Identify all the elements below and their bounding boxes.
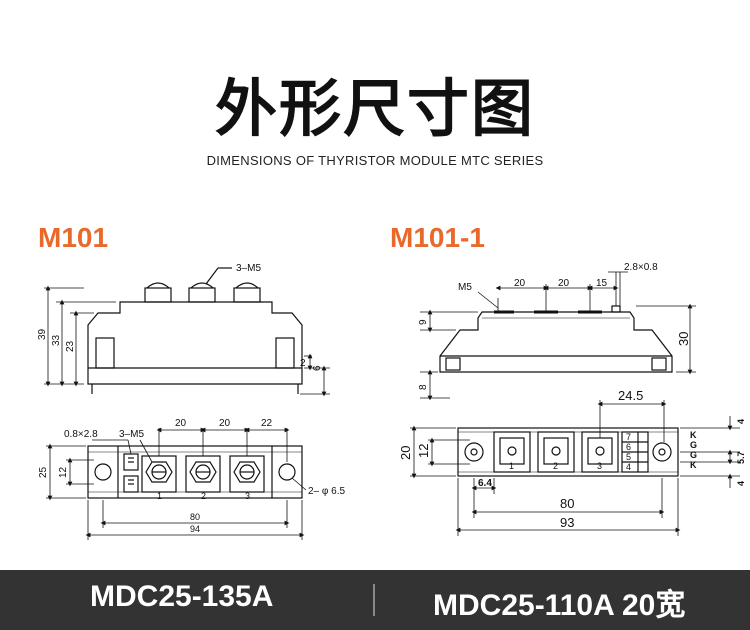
dim-label: 4 [736, 419, 746, 424]
terminal-label: 2 [553, 461, 558, 471]
dim-label: 2– φ 6.5 [308, 486, 346, 497]
pin-label: G [690, 450, 697, 460]
pin-number: 7 [626, 432, 631, 442]
pin-label: G [690, 440, 697, 450]
dim-label: 2 [300, 358, 306, 369]
dim-label: 94 [190, 524, 200, 534]
dim-label: 20 [398, 446, 413, 460]
dim-label: 3–M5 [236, 263, 261, 274]
dim-label: 25 [38, 466, 49, 478]
right-side-view [420, 271, 696, 401]
dim-label: 6 [312, 365, 323, 371]
footer-bar: MDC25-135A MDC25-110A 20宽 [0, 570, 750, 630]
dim-label: 33 [51, 334, 62, 346]
dim-label: 3–M5 [119, 429, 144, 440]
page-title: 外形尺寸图 [214, 72, 535, 145]
dim-label: 20 [558, 278, 570, 289]
left-side-view [44, 267, 330, 397]
dim-label: 23 [65, 340, 76, 352]
dim-label: 22 [261, 418, 273, 429]
dim-label: 5.7 [736, 451, 746, 464]
dim-label: 0.8×2.8 [64, 429, 98, 440]
footer-model-right: MDC25-110A 20宽 [433, 589, 686, 622]
dim-label: 6.4 [478, 478, 492, 489]
dim-label: 9 [418, 319, 429, 325]
dim-label: 24.5 [618, 388, 643, 403]
terminal-label: 3 [597, 461, 602, 471]
terminal-label: 1 [157, 491, 162, 501]
dim-label: 93 [560, 515, 574, 530]
pin-number: 6 [626, 442, 631, 452]
page-subtitle: DIMENSIONS OF THYRISTOR MODULE MTC SERIE… [206, 153, 544, 168]
dim-label: 20 [175, 418, 187, 429]
footer-divider [373, 584, 375, 616]
dim-label: 4 [736, 481, 746, 486]
dim-label: 30 [676, 332, 691, 346]
terminal-label: 2 [201, 491, 206, 501]
dim-label: 2.8×0.8 [624, 262, 658, 273]
pin-number: 5 [626, 452, 631, 462]
footer-model-left: MDC25-135A [90, 580, 274, 613]
dimension-drawings: 3–M5 39 33 23 2 6 [37, 262, 746, 540]
dim-label: 15 [596, 278, 608, 289]
terminal-label: 1 [509, 461, 514, 471]
dim-label: 12 [58, 466, 69, 478]
dim-label: 80 [190, 512, 200, 522]
dim-label: 20 [219, 418, 231, 429]
dim-label: 12 [416, 444, 431, 458]
pin-label: K [690, 460, 697, 470]
dim-label: 20 [514, 278, 526, 289]
pin-number: 4 [626, 462, 631, 472]
pin-label: K [690, 430, 697, 440]
dim-label: 39 [37, 328, 48, 340]
terminal-label: 3 [245, 491, 250, 501]
left-top-view [46, 427, 307, 540]
right-top-view [410, 400, 740, 536]
dim-label: 8 [418, 384, 429, 390]
model-label-left: M101 [38, 222, 109, 253]
dim-label: 80 [560, 496, 574, 511]
model-label-right: M101-1 [390, 222, 485, 253]
dim-label: M5 [458, 282, 472, 293]
